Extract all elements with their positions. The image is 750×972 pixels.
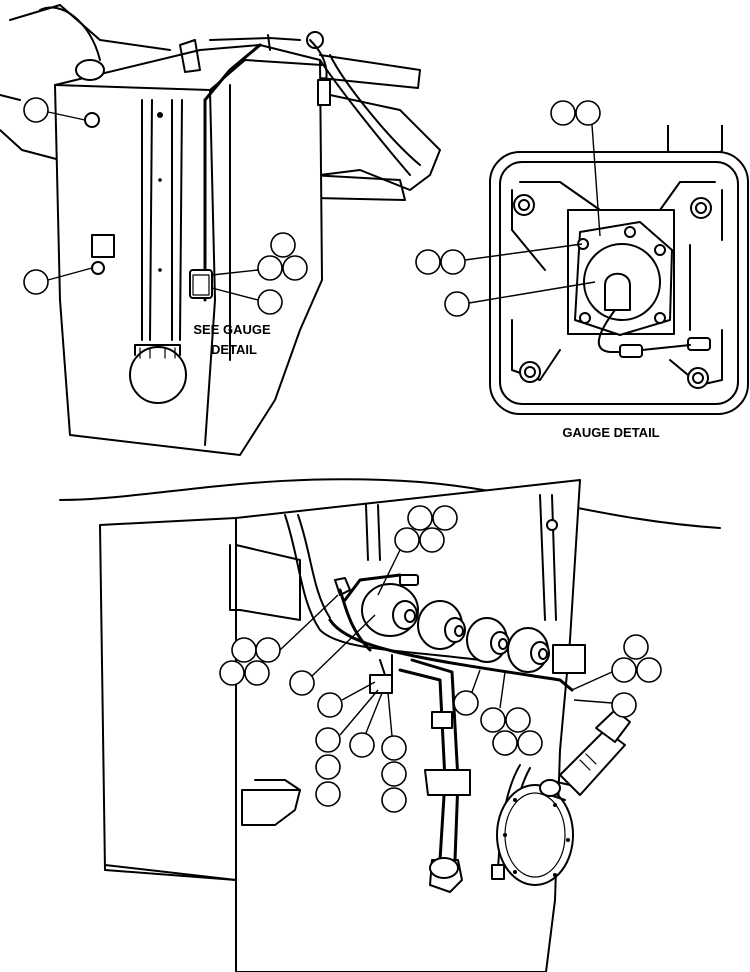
solenoid-1 [361,583,419,637]
callouts-back-view [219,505,662,813]
callout-balloon [611,692,637,718]
tank-side-view [0,4,441,456]
callout-balloon [407,505,433,531]
callout-balloon [315,781,341,807]
callout-balloon [257,289,283,315]
solenoid-3 [466,617,510,663]
callouts-gauge-detail [415,100,601,317]
callout-balloon [23,269,49,295]
callout-balloon [480,707,506,733]
callout-balloon [23,97,49,123]
callout-balloon [315,754,341,780]
callout-balloon [611,657,637,683]
callout-balloon [432,505,458,531]
callout-balloon [381,735,407,761]
callout-balloon [231,637,257,663]
callout-balloon [505,707,531,733]
see-gauge-label-line1: SEE GAUGE [193,322,271,337]
callout-balloon [381,761,407,787]
callout-balloon [270,232,296,258]
callout-balloon [453,690,479,716]
callout-balloon [440,249,466,275]
callout-balloon [550,100,576,126]
callout-balloon [317,692,343,718]
see-gauge-label-line2: DETAIL [211,342,257,357]
gauge-detail-title: GAUGE DETAIL [562,425,659,440]
callout-balloon [381,787,407,813]
callout-balloon [517,730,543,756]
callout-balloon [219,660,245,686]
solenoid-4 [507,627,550,673]
callout-balloon [282,255,308,281]
callout-balloon [244,660,270,686]
callout-balloon [257,255,283,281]
callout-balloon [315,727,341,753]
callout-balloon [575,100,601,126]
callout-balloon [415,249,441,275]
callout-balloon [394,527,420,553]
callout-balloon [419,527,445,553]
callout-balloon [492,730,518,756]
gauge-detail-view [489,125,749,415]
callout-balloon [255,637,281,663]
tank-back-view [59,478,721,972]
solenoid-2 [417,600,466,650]
callout-balloon [289,670,315,696]
callout-balloon [444,291,470,317]
callout-balloon [623,634,649,660]
callouts-tank-view [23,97,308,315]
callout-balloon [636,657,662,683]
callout-balloon [349,732,375,758]
